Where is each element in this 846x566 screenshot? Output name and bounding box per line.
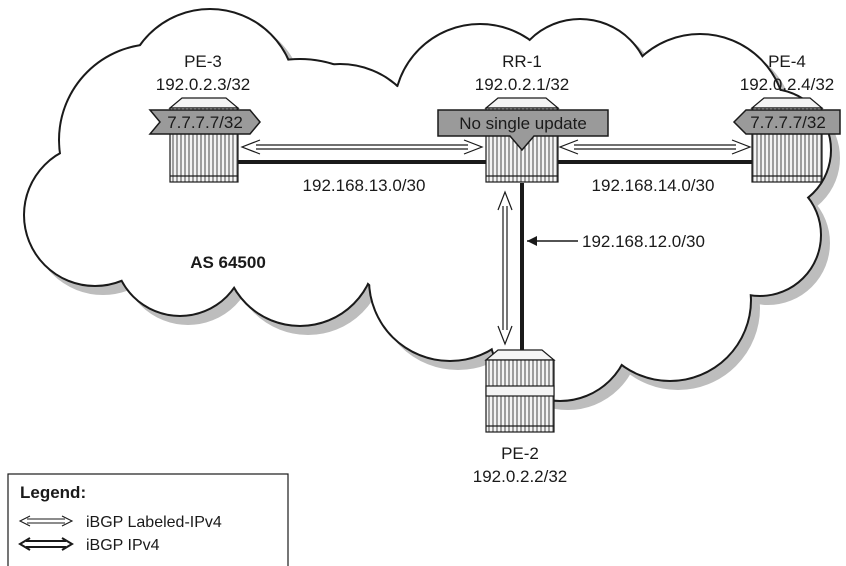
legend: Legend: iBGP Labeled-IPv4 iBGP IPv4 (7, 473, 289, 566)
legend-item-label: iBGP Labeled-IPv4 (86, 514, 222, 531)
legend-thin-arrow-icon (18, 515, 74, 527)
router-pe2 (484, 349, 556, 433)
node-address-pe3: 192.0.2.3/32 (156, 75, 251, 94)
link-label-rr1-pe2-pointer (527, 236, 578, 246)
node-name-pe3: PE-3 (184, 52, 222, 71)
route-tag-pe4: 7.7.7.7/32 (732, 109, 841, 135)
link-label-rr1-pe4: 192.168.14.0/30 (592, 176, 715, 195)
legend-title: Legend: (20, 483, 86, 502)
node-name-pe2: PE-2 (501, 444, 539, 463)
link-label-rr1-pe2: 192.168.12.0/30 (582, 232, 705, 251)
as-label: AS 64500 (190, 253, 266, 272)
node-address-pe2: 192.0.2.2/32 (473, 467, 568, 486)
legend-thick-arrow-icon (18, 537, 74, 551)
legend-box (7, 473, 289, 566)
link-label-pe3-rr1: 192.168.13.0/30 (303, 176, 426, 195)
session-rr1-pe4 (558, 139, 752, 155)
svg-text:No single update: No single update (459, 114, 587, 133)
route-tag-rr1: No single update (437, 109, 609, 152)
bgp-sessions (240, 139, 752, 346)
node-name-rr1: RR-1 (502, 52, 542, 71)
node-name-pe4: PE-4 (768, 52, 806, 71)
node-address-rr1: 192.0.2.1/32 (475, 75, 570, 94)
route-tag-pe3: 7.7.7.7/32 (148, 109, 261, 135)
physical-links (238, 160, 752, 352)
svg-text:7.7.7.7/32: 7.7.7.7/32 (750, 113, 826, 132)
svg-text:7.7.7.7/32: 7.7.7.7/32 (167, 113, 243, 132)
session-pe3-rr1 (240, 139, 484, 155)
as-cloud (23, 8, 840, 410)
legend-item-label: iBGP IPv4 (86, 537, 160, 554)
session-rr1-pe2 (497, 190, 513, 346)
node-address-pe4: 192.0.2.4/32 (740, 75, 835, 94)
